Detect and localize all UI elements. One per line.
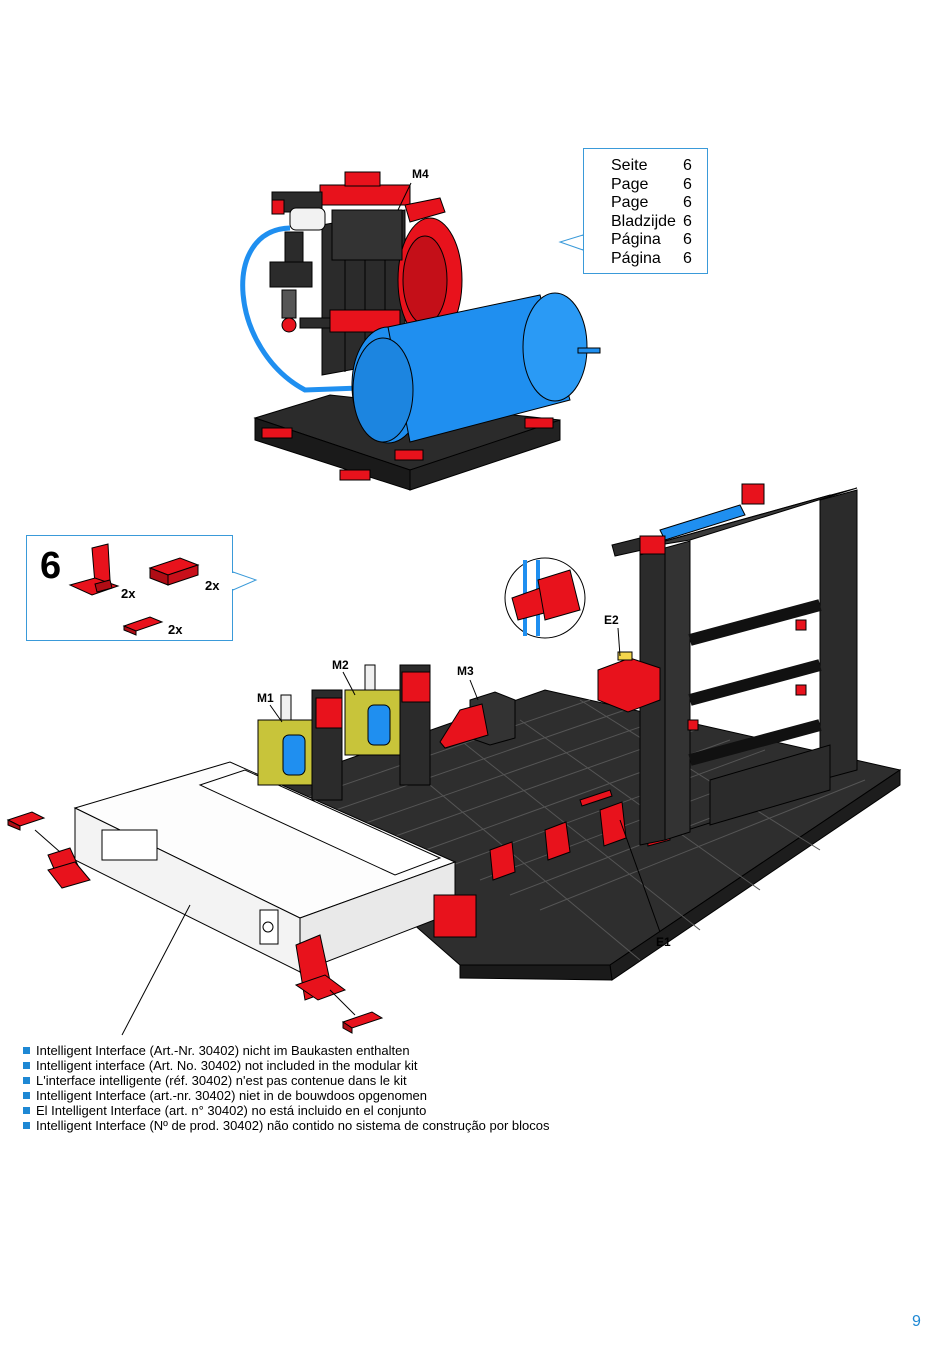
page-row-label: Page: [611, 175, 649, 193]
label-e1: E1: [656, 935, 671, 949]
buzzer-m3-icon: [439, 691, 516, 749]
note-text: Intelligent Interface (art.-nr. 30402) n…: [36, 1088, 427, 1103]
note-text: El Intelligent Interface (art. n° 30402)…: [36, 1103, 427, 1118]
note-line: Intelligent Interface (Art.-Nr. 30402) n…: [22, 1043, 550, 1058]
switch-e2-icon: [597, 651, 661, 713]
page-row-number: 6: [683, 194, 692, 211]
page-reference-callout: Seite 6 Page 6 Page 6 Bladzijde 6 Página…: [583, 148, 708, 274]
label-m3: M3: [457, 664, 474, 678]
note-line: L'interface intelligente (réf. 30402) n'…: [22, 1073, 550, 1088]
interface-notes: Intelligent Interface (Art.-Nr. 30402) n…: [22, 1043, 550, 1133]
valve-m1-icon: [257, 689, 343, 801]
note-line: El Intelligent Interface (art. n° 30402)…: [22, 1103, 550, 1118]
angle-block-icon: [68, 543, 120, 596]
note-text: Intelligent interface (Art. No. 30402) n…: [36, 1058, 418, 1073]
label-m1: M1: [257, 691, 274, 705]
bullet-icon: [23, 1122, 30, 1129]
label-m2: M2: [332, 658, 349, 672]
page-row-label: Página: [611, 249, 661, 267]
bullet-icon: [23, 1107, 30, 1114]
page-row-number: 6: [683, 212, 692, 230]
page-row-label: Página: [611, 231, 661, 248]
page-row-number: 6: [683, 157, 692, 174]
note-text: L'interface intelligente (réf. 30402) n'…: [36, 1073, 407, 1088]
page-number: 9: [912, 1313, 921, 1330]
page-row-label: Bladzijde: [611, 212, 676, 230]
label-e2: E2: [604, 613, 619, 627]
label-m4: M4: [412, 167, 429, 181]
detail-magnifier: [504, 557, 586, 639]
page-row-number: 6: [683, 231, 692, 248]
note-line: Intelligent Interface (Nº de prod. 30402…: [22, 1118, 550, 1133]
page-row-number: 6: [683, 249, 692, 267]
part-qty: 2x: [121, 586, 136, 601]
bullet-icon: [23, 1062, 30, 1069]
note-line: Intelligent interface (Art. No. 30402) n…: [22, 1058, 550, 1073]
valve-m2-icon: [344, 664, 431, 786]
building-block-icon: [148, 557, 200, 586]
note-text: Intelligent Interface (Art.-Nr. 30402) n…: [36, 1043, 410, 1058]
note-text: Intelligent Interface (Nº de prod. 30402…: [36, 1118, 550, 1133]
bullet-icon: [23, 1077, 30, 1084]
bullet-icon: [23, 1092, 30, 1099]
page-row-label: Seite: [611, 157, 648, 174]
step-parts-box: [26, 535, 233, 641]
note-line: Intelligent Interface (art.-nr. 30402) n…: [22, 1088, 550, 1103]
flat-plate-icon: [122, 616, 164, 636]
bullet-icon: [23, 1047, 30, 1054]
part-qty: 2x: [205, 578, 220, 593]
page-row-number: 6: [683, 175, 692, 193]
part-qty: 2x: [168, 622, 183, 637]
step-number: 6: [40, 545, 62, 587]
page-row-label: Page: [611, 194, 649, 211]
